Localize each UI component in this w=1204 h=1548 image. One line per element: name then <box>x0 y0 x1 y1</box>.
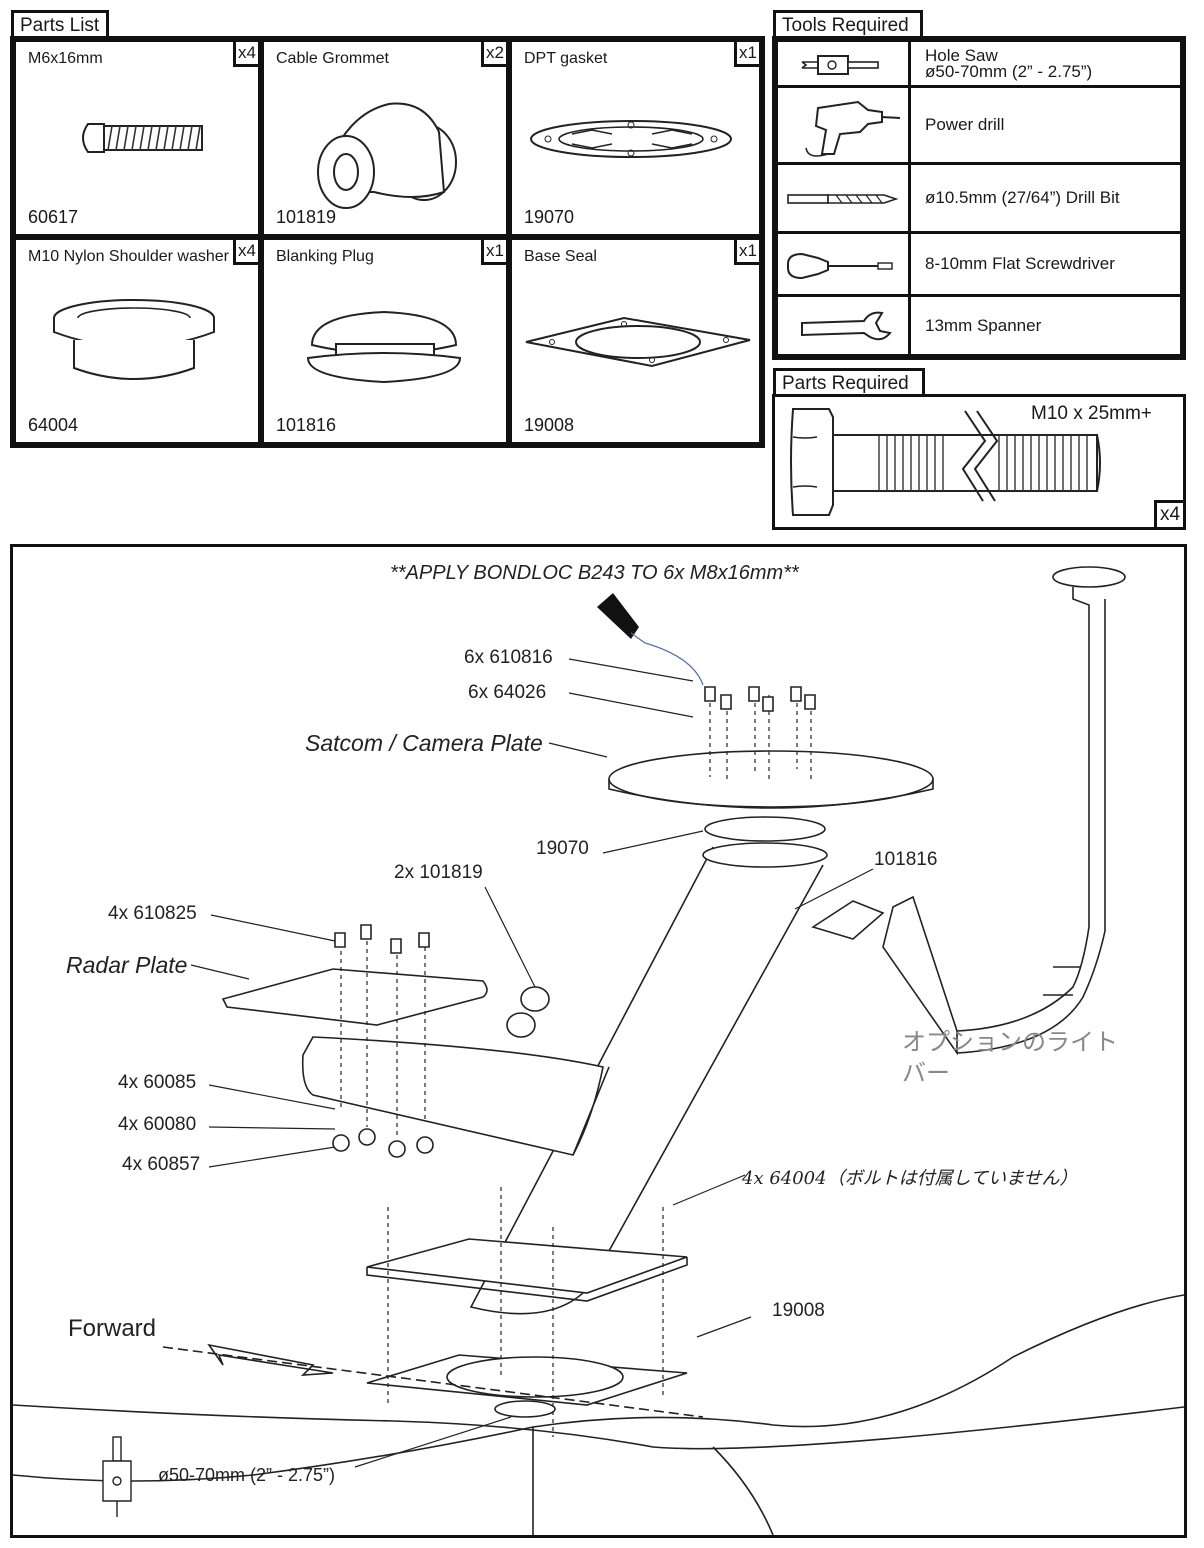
part-name: Blanking Plug <box>276 248 374 265</box>
assembly-drawing <box>13 566 1184 1535</box>
light-bar-label-line2: バー <box>902 1059 950 1087</box>
blanking-plug-icon <box>306 310 462 384</box>
hole-saw-icon <box>801 55 879 75</box>
callout-gasket: 19070 <box>536 838 589 859</box>
tool-label-cell: 13mm Spanner <box>908 294 1183 357</box>
ring-gasket-icon <box>530 120 732 158</box>
part-card: Blanking Plug x1 101816 <box>261 237 509 445</box>
part-code: 101816 <box>276 415 337 435</box>
hole-size-label: ø50-70mm (2” - 2.75”) <box>158 1465 336 1485</box>
callout-base-seal: 19008 <box>772 1300 825 1321</box>
part-code: 101819 <box>276 207 337 227</box>
callout-screws: 6x 610816 <box>464 647 553 668</box>
part-card: M6x16mm x4 60617 <box>13 39 261 237</box>
part-name: Cable Grommet <box>276 50 389 67</box>
cable-grommet-icon <box>317 102 457 209</box>
tool-label: ø10.5mm (27/64”) Drill Bit <box>925 188 1120 207</box>
callout-grommets: 2x 101819 <box>394 862 483 883</box>
spanner-icon <box>801 311 892 341</box>
part-card: DPT gasket x1 19070 <box>509 39 762 237</box>
tool-label-cell: Hole Saw ø50-70mm (2” - 2.75”) <box>908 39 1183 88</box>
tool-icon-cell <box>775 231 911 297</box>
tool-icon-cell <box>775 294 911 357</box>
callout-60085: 4x 60085 <box>118 1072 197 1093</box>
tool-label-cell: Power drill <box>908 85 1183 165</box>
parts-list-title: Parts List <box>11 10 109 38</box>
tool-label-cell: 8-10mm Flat Screwdriver <box>908 231 1183 297</box>
callout-blanking-plug: 101816 <box>874 849 938 870</box>
part-name: Base Seal <box>524 248 597 265</box>
base-seal-icon <box>525 316 751 368</box>
screwdriver-icon <box>787 252 893 280</box>
drill-bit-icon <box>787 194 899 204</box>
part-code: 64004 <box>28 415 79 435</box>
part-code: 19008 <box>524 415 575 435</box>
button-head-screw-icon <box>82 123 203 153</box>
parts-required-title: Parts Required <box>773 368 925 396</box>
bolt-qty-badge: x4 <box>1154 500 1186 530</box>
part-card: M10 Nylon Shoulder washer x4 64004 <box>13 237 261 445</box>
bolt-size-label: M10 x 25mm+ <box>1031 403 1152 424</box>
tool-label: Hole Saw <box>925 45 998 65</box>
tool-label-cell: ø10.5mm (27/64”) Drill Bit <box>908 162 1183 234</box>
power-drill-icon <box>805 100 901 157</box>
callout-60080: 4x 60080 <box>118 1114 197 1135</box>
tool-icon-cell <box>775 162 911 234</box>
bondloc-instruction: **APPLY BONDLOC B243 TO 6x M8x16mm** <box>390 562 799 584</box>
tools-required-title: Tools Required <box>773 10 923 38</box>
callout-radar-screws: 4x 610825 <box>108 903 197 924</box>
m10-bolt-icon <box>790 408 1101 516</box>
tool-label: Power drill <box>925 115 1005 134</box>
parts-required-panel: M10 x 25mm+ x4 <box>772 394 1186 530</box>
tool-icon-cell <box>775 85 911 165</box>
part-qty: x1 <box>481 240 506 265</box>
callout-shoulder-washers: 4x 64004（ボルトは付属していません） <box>742 1168 1078 1189</box>
part-qty: x4 <box>233 240 258 265</box>
part-card: Base Seal x1 19008 <box>509 237 762 445</box>
callout-washers: 6x 64026 <box>468 682 547 703</box>
part-code: 60617 <box>28 207 79 227</box>
part-name: DPT gasket <box>524 50 608 67</box>
part-name: M6x16mm <box>28 50 103 67</box>
tool-label: 13mm Spanner <box>925 315 1042 335</box>
callout-radar-plate: Radar Plate <box>66 952 188 978</box>
callout-60857: 4x 60857 <box>122 1154 201 1175</box>
light-bar-label-line1: オプションのライト <box>902 1028 1118 1056</box>
callout-satcom-plate: Satcom / Camera Plate <box>305 730 543 756</box>
part-qty: x2 <box>481 42 506 67</box>
tool-label: 8-10mm Flat Screwdriver <box>925 254 1115 273</box>
shoulder-washer-icon <box>53 299 215 380</box>
part-qty: x4 <box>233 42 258 67</box>
part-qty: x1 <box>734 42 759 67</box>
part-code: 19070 <box>524 207 575 227</box>
tool-icon-cell <box>775 39 911 88</box>
tool-label-detail: ø50-70mm (2” - 2.75”) <box>925 61 1093 81</box>
part-card: Cable Grommet x2 101819 <box>261 39 509 237</box>
forward-label: Forward <box>68 1315 157 1342</box>
part-qty: x1 <box>734 240 759 265</box>
part-name: M10 Nylon Shoulder washer <box>28 248 229 265</box>
